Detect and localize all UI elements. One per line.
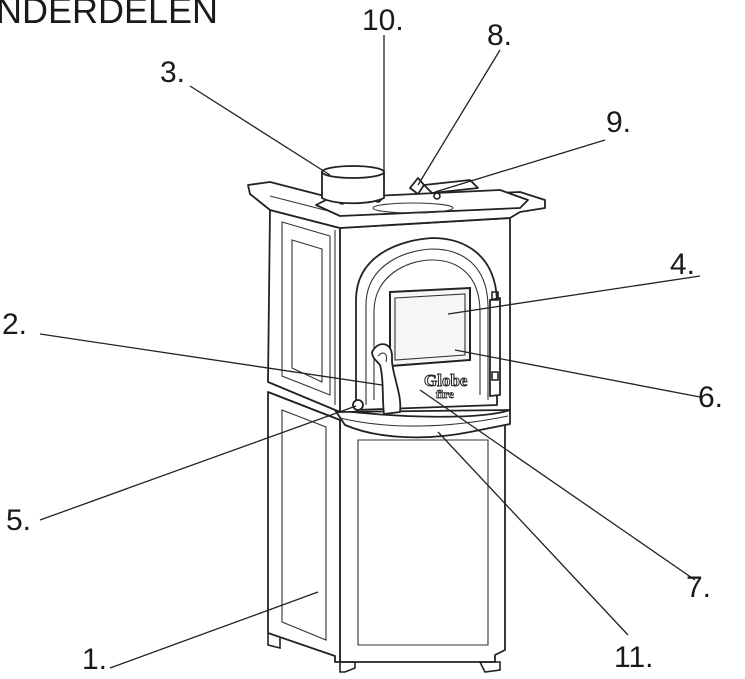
door-window [389, 286, 471, 368]
callout-8: 8. [487, 19, 512, 52]
callout-7: 7. [686, 571, 711, 604]
page-title: NDERDELEN [0, 0, 219, 31]
callout-1: 1. [82, 643, 107, 676]
svg-text:fire: fire [436, 387, 454, 401]
callout-11: 11. [614, 641, 653, 674]
callout-5: 5. [6, 504, 31, 537]
callout-labels: 1. 2. 3. 4. 5. 6. 7. 8. 9. 10. 11. [2, 4, 723, 676]
callout-3: 3. [160, 56, 185, 89]
flue-collar [321, 165, 385, 205]
svg-text:Globe: Globe [424, 371, 468, 390]
callout-4: 4. [670, 248, 695, 281]
leader-lines [39, 35, 701, 669]
callout-6: 6. [698, 381, 723, 414]
callout-10: 10. [362, 4, 404, 37]
air-control-knob [352, 399, 364, 411]
door-handle [371, 343, 402, 415]
pedestal-base [267, 391, 506, 673]
callout-2: 2. [2, 308, 27, 341]
callout-9: 9. [606, 106, 631, 139]
hearth-lip [334, 409, 511, 439]
side-fittings [489, 291, 501, 397]
logo-plate: Globe fire [424, 371, 469, 402]
